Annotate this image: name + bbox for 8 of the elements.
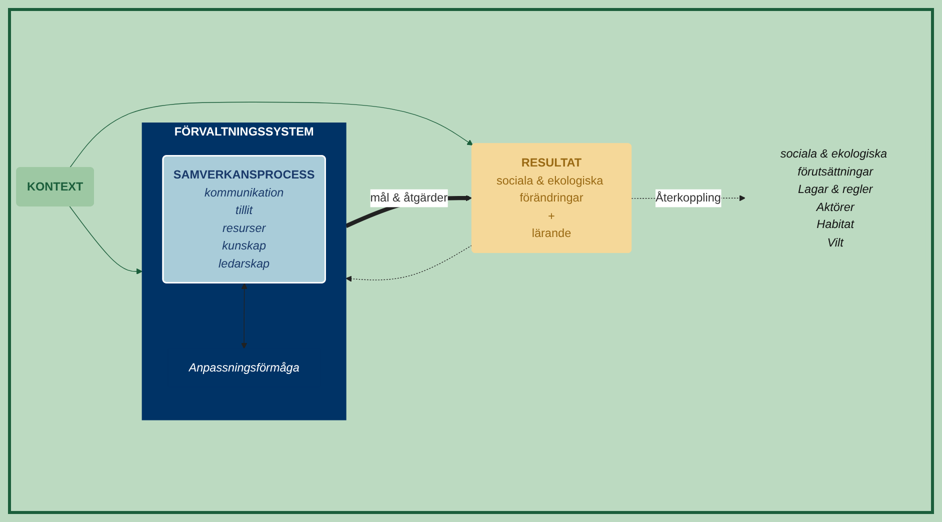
arrow xyxy=(346,245,472,282)
edge-label: Återkoppling xyxy=(655,191,721,205)
arrow xyxy=(69,206,142,274)
arrow xyxy=(241,283,248,349)
edge-label: mål & åtgärder xyxy=(370,191,448,205)
node-text: Anpassningsförmåga xyxy=(188,360,300,374)
node-text: sociala & ekologiska förutsättningar Lagar & regler Aktörer Habitat Vilt xyxy=(780,147,888,249)
arrow xyxy=(69,102,474,168)
